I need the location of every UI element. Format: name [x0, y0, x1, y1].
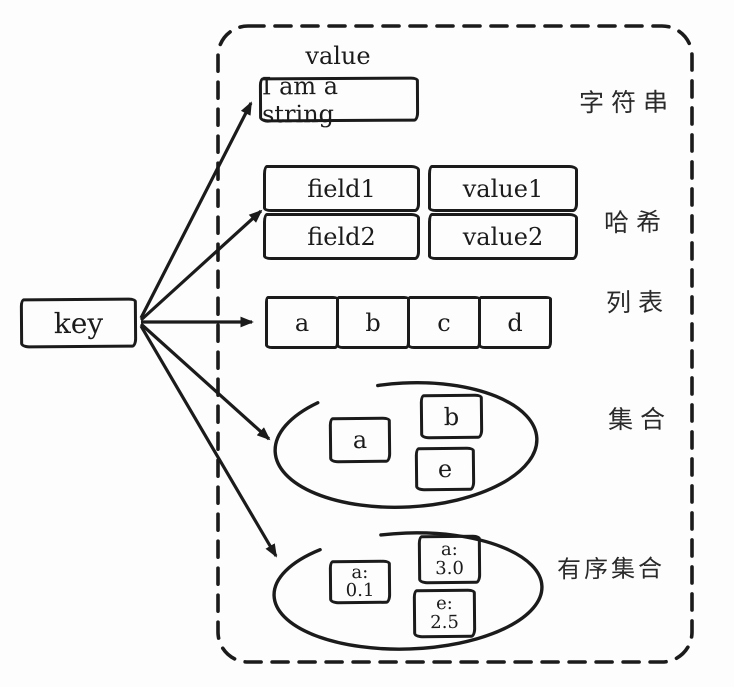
string-value-text: I am a string — [261, 71, 339, 128]
arrow-key-to-string — [139, 101, 253, 319]
zset-score: 3.0 — [435, 557, 464, 579]
sorted-set-entry-a-3.0: a: 3.0 — [417, 534, 482, 585]
string-value-box: I am a string — [258, 72, 420, 128]
zset-member: e: — [435, 593, 453, 615]
list-row: a b c d — [265, 296, 552, 349]
set-member-a: a — [328, 416, 392, 464]
value-header-label: value — [305, 42, 371, 70]
zset-member: a: — [440, 539, 458, 561]
set-ellipse — [273, 381, 539, 509]
set-member-e: e — [414, 446, 476, 492]
list-cell-d: d — [478, 296, 552, 349]
hash-value2-cell: value2 — [428, 213, 578, 260]
hash-field2-cell: field2 — [263, 213, 420, 260]
hash-value1-cell: value1 — [428, 165, 578, 212]
sorted-set-entry-a-0.1: a: 0.1 — [328, 559, 392, 605]
list-cell-c: c — [407, 296, 481, 349]
key-label: key — [53, 306, 104, 340]
arrow-key-to-set — [139, 322, 271, 441]
zset-score: 2.5 — [430, 611, 459, 633]
type-label-hash: 哈希 — [603, 207, 669, 238]
type-label-sorted-set: 有序集合 — [556, 554, 666, 584]
key-box: key — [19, 297, 138, 349]
hash-table: field1 value1 field2 value2 — [263, 165, 578, 260]
arrow-key-to-sorted-set — [139, 325, 278, 558]
list-cell-a: a — [265, 296, 339, 349]
list-cell-b: b — [336, 296, 410, 349]
sorted-set-ellipse — [272, 531, 544, 651]
hash-field1-cell: field1 — [263, 165, 420, 212]
type-label-string: 字符串 — [578, 87, 676, 118]
set-member-b: b — [419, 393, 484, 440]
arrow-key-to-hash — [139, 209, 263, 322]
type-label-list: 列表 — [605, 287, 671, 318]
zset-score: 0.1 — [345, 579, 375, 602]
type-label-set: 集合 — [607, 404, 673, 435]
sorted-set-entry-e-2.5: e: 2.5 — [412, 588, 477, 639]
